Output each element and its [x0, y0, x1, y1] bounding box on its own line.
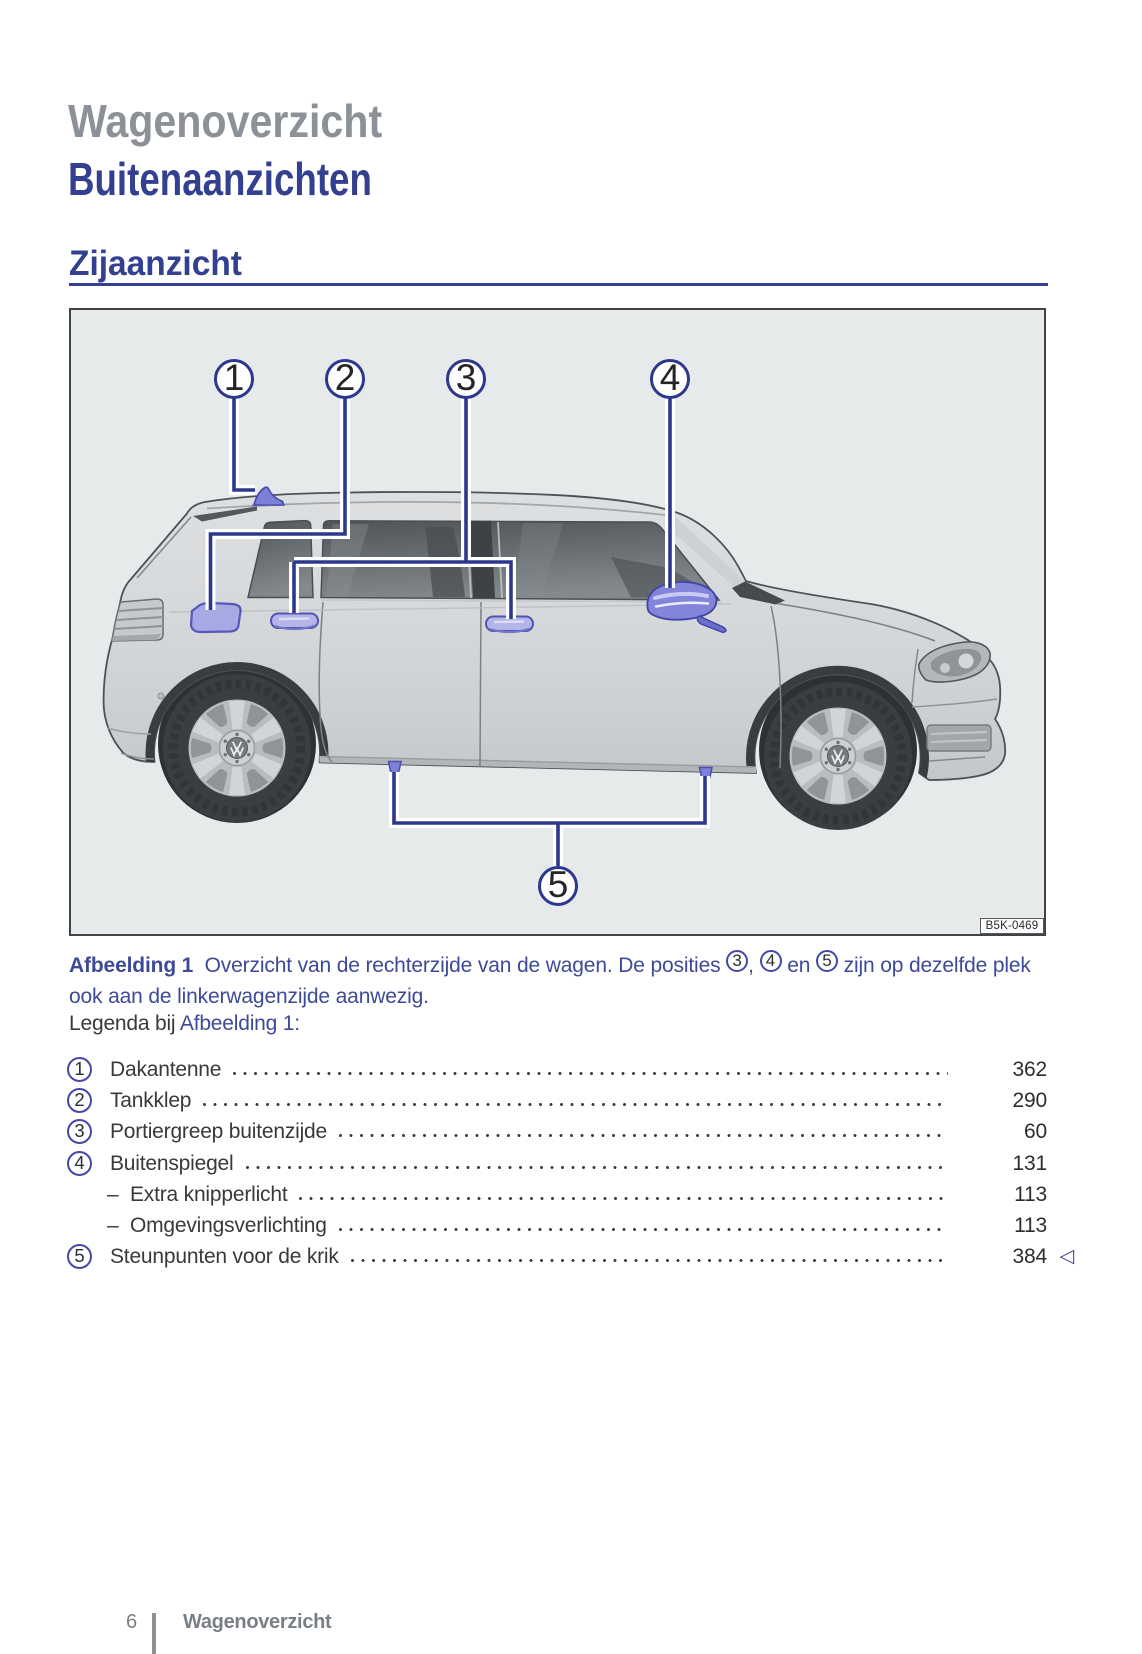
legend-page-ref[interactable]: 113: [1014, 1182, 1047, 1206]
front-wheel: [764, 682, 912, 830]
dotted-leader: [233, 1072, 948, 1076]
dotted-leader: [339, 1134, 948, 1139]
caption-text: Overzicht van de rechterzijde van de wag…: [204, 954, 721, 977]
legend-label: Portiergreep buitenzijde: [110, 1120, 328, 1144]
legend-intro-suffix: :: [294, 1012, 300, 1035]
door-handle-rear-highlight: [270, 612, 319, 631]
footer-page-number: 6: [126, 1611, 138, 1633]
figure-callout-2: 2: [325, 357, 365, 399]
dotted-leader: [245, 1165, 948, 1170]
jack-point-rear-highlight: [387, 760, 402, 774]
legend-list: 1 Dakantenne 362 2 Tankklep 290 3 Portie…: [67, 1054, 1074, 1272]
legend-num-5: 5: [67, 1244, 92, 1270]
caption-text3: ook aan de linkerwagenzijde aanwezig.: [69, 985, 429, 1008]
legend-item-dakantenne: 1 Dakantenne 362: [67, 1054, 1047, 1085]
dotted-leader: [350, 1259, 948, 1264]
legend-label: Omgevingsverlichting: [130, 1213, 327, 1237]
legend-intro-figure-link[interactable]: Afbeelding 1: [179, 1012, 295, 1035]
legend-label: Buitenspiegel: [110, 1151, 234, 1175]
legend-label: Steunpunten voor de krik: [110, 1245, 339, 1269]
figure-callout-1: 1: [214, 357, 254, 399]
section-title: Buitenaanzichten: [68, 153, 372, 205]
legend-page-ref[interactable]: 362: [1012, 1058, 1048, 1081]
legend-item-portiergreep: 3 Portiergreep buitenzijde 60: [67, 1116, 1047, 1147]
caption-label: Afbeelding 1: [69, 954, 194, 977]
legend-num-2: 2: [67, 1088, 92, 1114]
figure: 1 2 3 4 5 B5K-0469: [69, 308, 1046, 936]
legend-label: Extra knipperlicht: [130, 1182, 288, 1206]
legend-item-tankklep: 2 Tankklep 290: [67, 1085, 1047, 1116]
legend-item-extra-knipperlicht: – Extra knipperlicht 113: [67, 1179, 1047, 1210]
section-end-marker: ◁: [1059, 1246, 1075, 1268]
legend-num-3: 3: [67, 1119, 92, 1145]
legend-num-1: 1: [67, 1057, 92, 1083]
chapter-title: Wagenoverzicht: [68, 95, 383, 147]
fuel-flap-highlight: [189, 601, 242, 634]
figure-callout-3: 3: [446, 357, 486, 399]
caption-sep: ,: [748, 954, 754, 977]
caption-ref-3: 3: [726, 950, 749, 972]
legend-label: Tankklep: [110, 1089, 192, 1113]
legend-intro-prefix: Legenda bij: [69, 1012, 176, 1035]
legend-num-4: 4: [67, 1150, 92, 1176]
figure-callout-4: 4: [650, 357, 690, 399]
leader-lines: [208, 398, 707, 866]
dotted-leader: [338, 1227, 948, 1232]
caption-sep2: en: [787, 954, 811, 977]
caption-ref-5: 5: [815, 950, 838, 972]
legend-item-omgevingsverlichting: – Omgevingsverlichting 113: [67, 1210, 1047, 1241]
legend-page-ref[interactable]: 290: [1012, 1089, 1048, 1113]
legend-item-buitenspiegel: 4 Buitenspiegel 131: [67, 1148, 1047, 1179]
door-handle-front-highlight: [485, 615, 534, 634]
footer-chapter: Wagenoverzicht: [183, 1611, 332, 1633]
legend-intro: Legenda bij Afbeelding 1:: [69, 1010, 300, 1038]
sub-item-dash: –: [107, 1213, 119, 1237]
legend-page-ref[interactable]: 60: [1024, 1120, 1047, 1144]
figure-code-label: B5K-0469: [980, 918, 1044, 934]
legend-label: Dakantenne: [110, 1058, 222, 1081]
caption-ref-4: 4: [759, 950, 782, 972]
legend-page-ref[interactable]: 113: [1014, 1213, 1047, 1237]
dotted-leader: [299, 1196, 948, 1201]
sub-item-dash: –: [107, 1182, 119, 1206]
subsection-rule: [69, 283, 1048, 286]
legend-page-ref[interactable]: 131: [1012, 1151, 1048, 1175]
rear-wheel: [163, 674, 311, 822]
mirror-highlight: [646, 581, 718, 621]
legend-page-ref[interactable]: 384: [1012, 1245, 1048, 1269]
subsection-title: Zijaanzicht: [69, 244, 242, 283]
caption-text2: zijn op dezelfde plek: [843, 954, 1031, 977]
dotted-leader: [203, 1103, 948, 1108]
figure-caption: Afbeelding 1 Overzicht van de rechterzij…: [69, 950, 1099, 1012]
legend-item-steunpunten: 5 Steunpunten voor de krik 384 ◁: [67, 1241, 1074, 1272]
figure-callout-5: 5: [538, 864, 578, 906]
car-illustration: [102, 398, 1007, 866]
footer-divider: [152, 1613, 156, 1654]
